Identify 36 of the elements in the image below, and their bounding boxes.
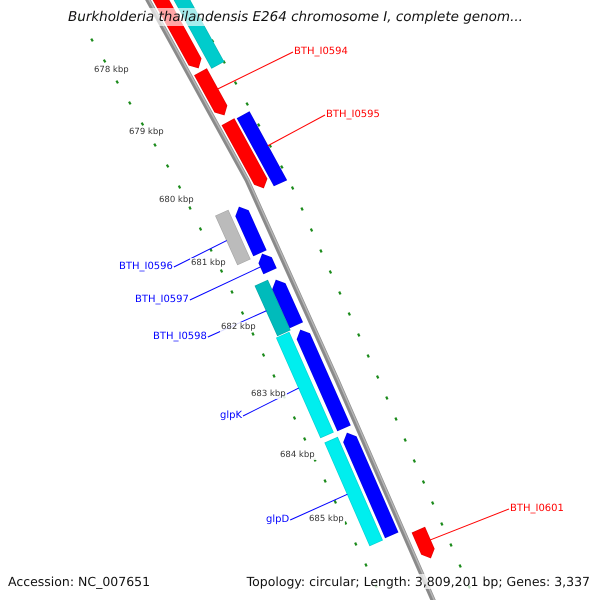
accession-text: Accession: NC_007651 [8,574,150,589]
gene-label: BTH_I0597 [135,294,189,306]
leader-line [290,494,348,520]
leader-line [267,114,326,146]
leader-line [430,508,510,540]
gene-feature [343,432,398,538]
gene-feature [296,330,351,432]
gene-feature [235,206,267,256]
gene-label: BTH_I0595 [326,109,380,121]
leader-line [189,266,262,300]
scale-label: 680 kbp [158,195,195,205]
gene-label: glpD [266,514,290,526]
genome-summary-text: Topology: circular; Length: 3,809,201 bp; Genes: 3,337 [246,574,590,589]
scale-label: 682 kbp [220,322,257,332]
gene-feature [222,118,268,188]
scale-label: 681 kbp [190,258,227,268]
gene-label: BTH_I0594 [294,46,348,58]
scale-label: 683 kbp [250,389,287,399]
gene-feature [272,280,304,328]
gene-block [254,280,291,336]
scale-label: 684 kbp [279,450,316,460]
scale-label: 679 kbp [128,127,165,137]
gene-label: BTH_I0601 [510,503,564,515]
gene-block [324,436,383,546]
leader-line [217,52,294,90]
gene-label: BTH_I0596 [119,261,173,273]
gene-block [236,111,288,186]
leader-line [173,240,228,268]
gene-label: BTH_I0598 [153,331,207,343]
gene-feature [258,254,277,274]
gene-label: glpK [220,410,242,422]
scale-label: 678 kbp [93,65,130,75]
map-title: Burkholderia thailandensis E264 chromosome I, complete genom... [68,8,523,26]
gene-feature [412,526,435,558]
gene-feature [194,68,228,116]
scale-label: 685 kbp [308,514,345,524]
